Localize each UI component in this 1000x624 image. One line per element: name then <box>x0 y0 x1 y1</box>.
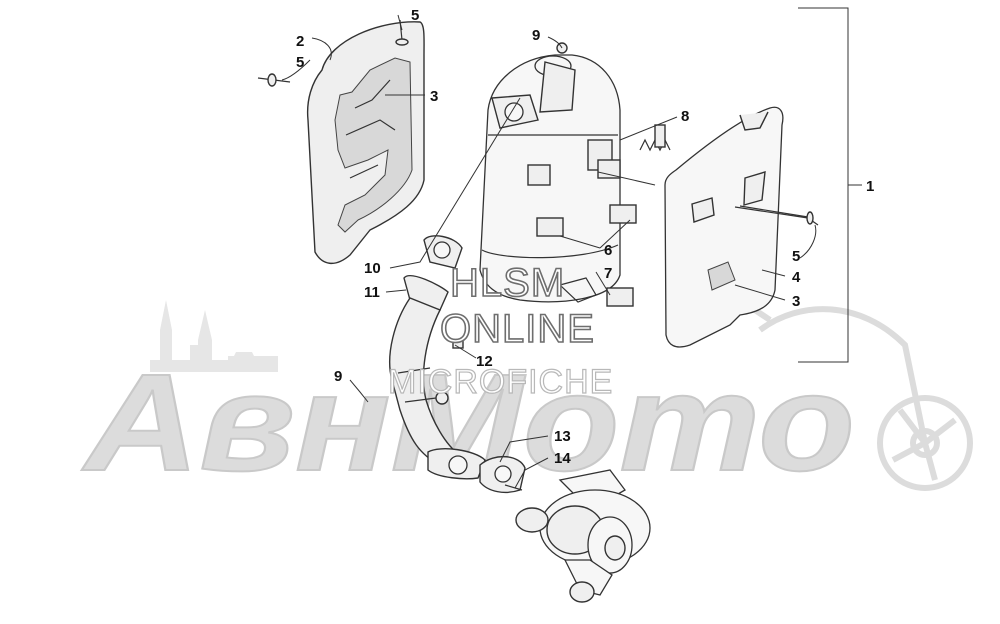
callout-4: 4 <box>792 269 801 286</box>
callout-8: 8 <box>681 108 689 125</box>
callout-12: 12 <box>476 353 493 370</box>
callout-5-right: 5 <box>792 248 800 265</box>
callout-14: 14 <box>554 450 571 467</box>
callout-13: 13 <box>554 428 571 445</box>
callout-3-left: 3 <box>430 88 438 105</box>
turbocharger <box>515 469 651 603</box>
watermark-motorcycle <box>718 296 973 491</box>
callout-3-right: 3 <box>792 293 800 310</box>
watermark-primary-text: HLSM <box>450 261 565 305</box>
left-heat-shield <box>306 21 425 264</box>
watermark-city-silhouette <box>150 300 278 372</box>
watermark-tertiary-text: MICROFICHE <box>388 363 613 401</box>
watermark-secondary-text: ONLINE <box>440 307 595 351</box>
callout-9-top: 9 <box>532 27 540 44</box>
exhaust-pipe <box>389 235 526 494</box>
callout-11: 11 <box>364 284 380 301</box>
callout-6: 6 <box>604 242 612 259</box>
spring <box>639 124 671 152</box>
callout-1: 1 <box>866 178 874 195</box>
callout-10: 10 <box>364 260 381 277</box>
right-heat-shield <box>664 106 819 348</box>
callout-9-bottom: 9 <box>334 368 342 385</box>
callout-7: 7 <box>604 265 612 282</box>
callout-5-left: 5 <box>296 54 304 71</box>
callout-2: 2 <box>296 33 304 50</box>
callout-5-top: 5 <box>411 7 419 24</box>
leader-lines <box>281 7 862 489</box>
callout-labels: 1 2 3 3 4 5 5 5 6 7 8 9 9 10 11 12 13 14 <box>296 7 874 467</box>
muffler-body <box>479 54 637 307</box>
